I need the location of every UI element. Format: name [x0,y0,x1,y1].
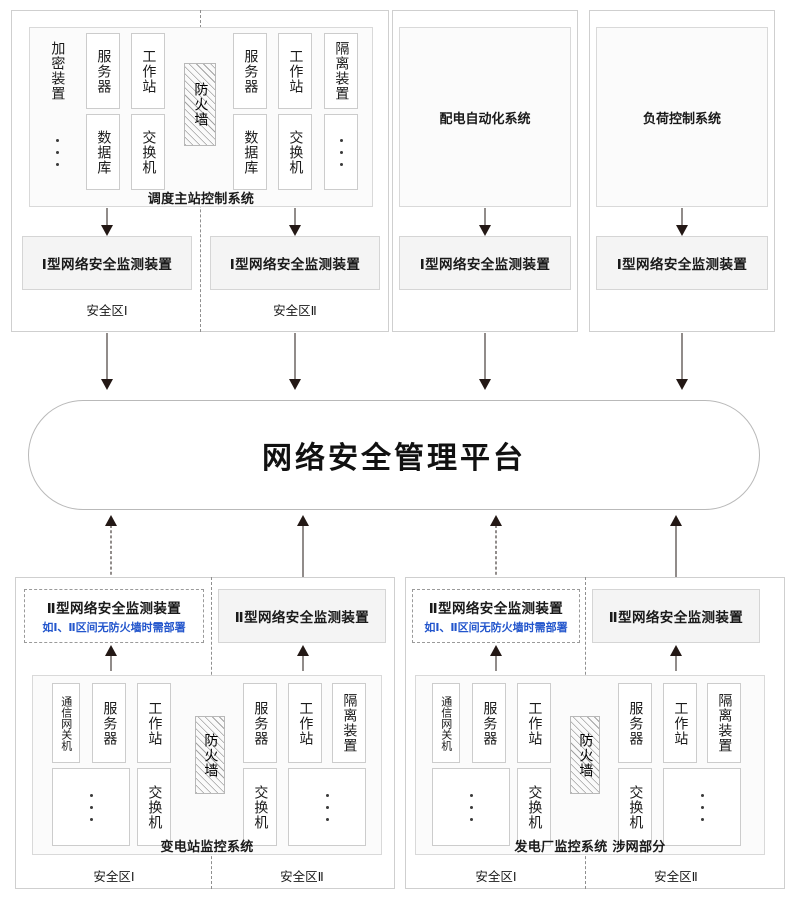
distribution-system-box: 配电自动化系统 [399,27,571,207]
type1-device-dispatch-z2: Ⅰ型网络安全监测装置 [210,236,380,290]
unit-server-z1: 服务器 [86,33,120,109]
zone-label-substation-z1: 安全区Ⅰ [93,869,135,884]
substation-system-caption: 变电站监控系统 [160,840,254,855]
type2-device-substation-z1-note: 如Ⅰ、Ⅱ区间无防火墙时需部署 [42,621,186,634]
firewall-substation: 防火墙 [195,716,225,794]
type2-device-substation-z1-label: Ⅱ型网络安全监测装置 [46,601,182,617]
unit-isolation-device-substation: 隔离装置 [332,683,366,763]
arrow-dispatch-z1-to-device [100,208,114,236]
type2-device-substation-z1: Ⅱ型网络安全监测装置 如Ⅰ、Ⅱ区间无防火墙时需部署 [24,589,204,643]
load-system-box: 负荷控制系统 [596,27,768,207]
arrow-substation-z2-to-platform [296,515,310,580]
type2-device-powerplant-z2: Ⅱ型网络安全监测装置 [592,589,760,643]
unit-server-z2: 服务器 [233,33,267,109]
dispatch-z2-ellipsis [324,114,358,190]
arrow-distribution-to-device [478,208,492,236]
unit-comm-gateway-powerplant: 通信网关机 [432,683,460,763]
arrow-powerplant-z1-to-platform [489,515,503,580]
type2-device-powerplant-z1-label: Ⅱ型网络安全监测装置 [428,601,564,617]
type1-device-distribution: Ⅰ型网络安全监测装置 [399,236,571,290]
arrow-load-to-platform [675,333,689,390]
arrow-powerplant-z2-to-platform [669,515,683,580]
unit-workstation-substation-z1: 工作站 [137,683,171,763]
zone-label-dispatch-z1: 安全区Ⅰ [86,303,128,318]
substation-z1-ellipsis [52,768,130,846]
dispatch-z1-ellipsis [42,114,72,190]
security-management-platform: 网络安全管理平台 [28,400,760,510]
unit-switch-powerplant-z1: 交换机 [517,768,551,846]
dispatch-system-caption: 调度主站控制系统 [147,192,255,207]
unit-switch-substation-z2: 交换机 [243,768,277,846]
arrow-powerplant-sys-z1-to-device [489,645,503,671]
unit-workstation-z1: 工作站 [131,33,165,109]
type1-device-load: Ⅰ型网络安全监测装置 [596,236,768,290]
unit-isolation-device-z2: 隔离装置 [324,33,358,109]
distribution-system-label: 配电自动化系统 [439,111,531,127]
unit-encryption-device: 加密装置 [49,41,66,101]
unit-switch-z1: 交换机 [131,114,165,190]
unit-server-substation-z1: 服务器 [92,683,126,763]
substation-z2-ellipsis [288,768,366,846]
unit-switch-z2: 交换机 [278,114,312,190]
firewall-powerplant: 防火墙 [570,716,600,794]
unit-isolation-device-powerplant: 隔离装置 [707,683,741,763]
unit-server-powerplant-z1: 服务器 [472,683,506,763]
firewall-dispatch: 防火墙 [184,63,216,146]
arrow-powerplant-sys-z2-to-device [669,645,683,671]
zone-label-dispatch-z2: 安全区Ⅱ [273,303,317,318]
type2-device-substation-z2: Ⅱ型网络安全监测装置 [218,589,386,643]
zone-label-substation-z2: 安全区Ⅱ [280,869,324,884]
arrow-substation-sys-z1-to-device [104,645,118,671]
unit-workstation-powerplant-z2: 工作站 [663,683,697,763]
powerplant-z2-ellipsis [663,768,741,846]
arrow-distribution-to-platform [478,333,492,390]
powerplant-z1-ellipsis [432,768,510,846]
unit-comm-gateway-substation: 通信网关机 [52,683,80,763]
unit-workstation-z2: 工作站 [278,33,312,109]
arrow-dispatch-z2-to-platform [288,333,302,390]
zone-label-powerplant-z1: 安全区Ⅰ [475,869,517,884]
unit-workstation-substation-z2: 工作站 [288,683,322,763]
arrow-dispatch-z2-to-device [288,208,302,236]
unit-server-powerplant-z2: 服务器 [618,683,652,763]
type2-device-powerplant-z1: Ⅱ型网络安全监测装置 如Ⅰ、Ⅱ区间无防火墙时需部署 [412,589,580,643]
arrow-substation-z1-to-platform [104,515,118,580]
unit-switch-powerplant-z2: 交换机 [618,768,652,846]
unit-workstation-powerplant-z1: 工作站 [517,683,551,763]
unit-database-z2: 数据库 [233,114,267,190]
arrow-load-to-device [675,208,689,236]
type2-device-powerplant-z1-note: 如Ⅰ、Ⅱ区间无防火墙时需部署 [424,621,568,634]
unit-database-z1: 数据库 [86,114,120,190]
type1-device-dispatch-z1: Ⅰ型网络安全监测装置 [22,236,192,290]
arrow-dispatch-z1-to-platform [100,333,114,390]
powerplant-system-caption: 发电厂监控系统 涉网部分 [514,840,666,855]
arrow-substation-sys-z2-to-device [296,645,310,671]
zone-label-powerplant-z2: 安全区Ⅱ [654,869,698,884]
unit-switch-substation-z1: 交换机 [137,768,171,846]
load-system-label: 负荷控制系统 [642,111,721,127]
unit-server-substation-z2: 服务器 [243,683,277,763]
